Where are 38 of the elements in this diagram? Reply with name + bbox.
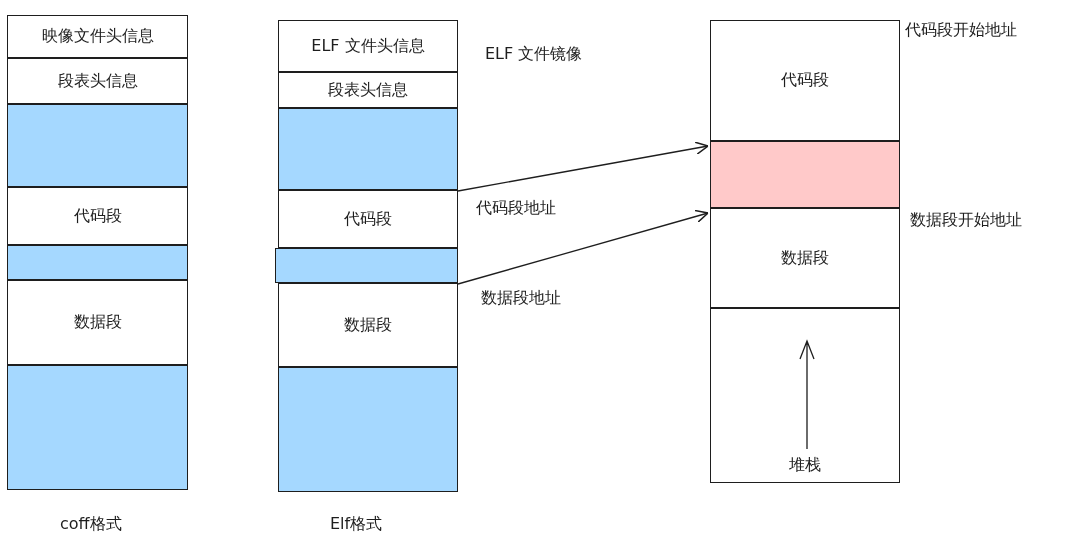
segment-box [278,367,458,492]
segment-box [7,58,188,104]
arrow [457,209,709,285]
segment-label: 段表头信息 [57,70,138,92]
segment-label: 代码段 [781,70,829,91]
arrow [457,141,709,192]
segment-label: 数据段 [73,312,122,333]
segment-label: 数据段 [781,247,829,269]
segment-label: 数据段 [344,314,392,336]
segment-box [710,208,900,308]
segment-box [278,20,458,72]
segment-box [278,283,458,367]
annotation: ELF 文件镜像 [485,44,583,65]
column-caption: Elf格式 [330,514,383,535]
column-caption: coff格式 [60,514,122,535]
annotation: 数据段开始地址 [910,210,1022,231]
segment-box [7,187,188,245]
stack-box [710,308,900,483]
segment-box [278,190,458,248]
segment-label: 堆栈 [789,455,821,476]
segment-box [7,280,188,365]
segment-box [278,108,458,190]
segment-box [7,104,188,187]
segment-label: 段表头信息 [328,79,408,101]
segment-label: 代码段 [73,205,122,227]
segment-box [710,141,900,208]
segment-box [275,248,458,283]
edge-label: 代码段地址 [476,198,556,219]
segment-box [278,72,458,108]
segment-label: ELF 文件头信息 [311,35,425,57]
segment-box [7,245,188,280]
annotation: 代码段开始地址 [905,20,1017,41]
segment-label: 映像文件头信息 [41,26,154,47]
segment-box [7,15,188,58]
edge-label: 数据段地址 [481,288,561,309]
segment-box [7,365,188,490]
segment-label: 代码段 [344,208,392,230]
segment-box [710,20,900,141]
